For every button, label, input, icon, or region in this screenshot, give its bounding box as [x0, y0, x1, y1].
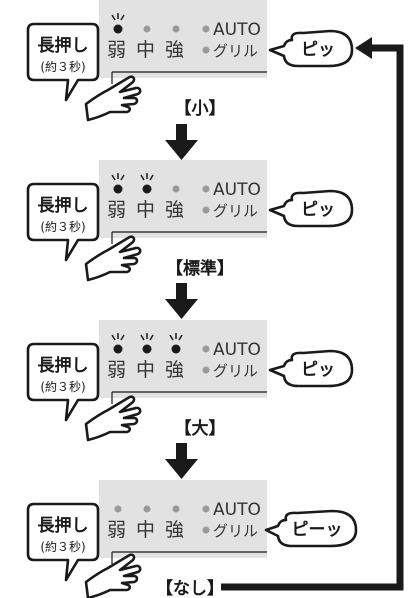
led-weak: [111, 173, 125, 194]
loop-back-line: [221, 44, 404, 591]
pointing-hand-icon: [84, 395, 142, 442]
label-auto: AUTO: [213, 500, 261, 520]
label-strong: 強: [165, 359, 184, 381]
label-medium: 中: [136, 39, 155, 61]
led-grill: [202, 366, 210, 374]
label-auto: AUTO: [213, 180, 261, 200]
led-strong: [172, 505, 180, 513]
step-standard: 弱 中 強 AUTO グリル 長押し (約３秒) ピッ 【標準】: [26, 160, 354, 282]
label-auto: AUTO: [213, 340, 261, 360]
label-strong: 強: [165, 199, 184, 221]
press-note: (約３秒): [40, 219, 85, 234]
loop-back-arrowhead: [355, 37, 372, 59]
label-grill: グリル: [213, 522, 258, 540]
led-grill: [202, 46, 210, 54]
label-medium: 中: [136, 199, 155, 221]
label-weak: 弱: [107, 39, 126, 61]
speech-bubble: [26, 182, 100, 262]
level-label: 【なし】: [156, 578, 224, 598]
speech-bubble: [26, 22, 100, 102]
led-grill: [202, 526, 210, 534]
led-auto: [202, 25, 210, 33]
down-arrow: [165, 124, 198, 160]
speech-bubble: [26, 342, 100, 422]
led-medium: [140, 173, 154, 194]
step-none: 弱 中 強 AUTO グリル 長押し (約３秒) ピーッ 【なし】: [26, 480, 358, 598]
led-grill: [202, 206, 210, 214]
down-arrow: [165, 283, 198, 319]
beep-bubble: [268, 29, 354, 68]
press-label: 長押し: [38, 515, 89, 536]
control-panel: [99, 0, 267, 78]
label-weak: 弱: [107, 199, 126, 221]
led-strong: [172, 25, 180, 33]
level-label: 【標準】: [166, 258, 234, 279]
beep-text: ピッ: [301, 360, 335, 380]
led-medium: [140, 333, 154, 354]
control-panel: [99, 480, 267, 558]
led-strong: [169, 333, 183, 354]
led-medium: [143, 505, 151, 513]
pointing-hand-icon: [84, 235, 142, 282]
label-auto: AUTO: [213, 20, 261, 40]
press-note: (約３秒): [40, 59, 85, 74]
control-panel: [99, 160, 267, 238]
beep-text: ピッ: [301, 200, 335, 220]
beep-bubble: [268, 349, 354, 388]
step-small: 弱 中 強 AUTO グリル 長押し (約３秒) ピッ 【小】: [26, 0, 354, 122]
label-grill: グリル: [213, 42, 258, 60]
label-weak: 弱: [107, 359, 126, 381]
level-label: 【小】: [175, 98, 226, 119]
label-grill: グリル: [213, 202, 258, 220]
pointing-hand-icon: [84, 553, 142, 598]
beep-bubble: [268, 189, 354, 228]
led-auto: [202, 505, 210, 513]
beep-text: ピーッ: [292, 520, 343, 540]
press-note: (約３秒): [40, 379, 85, 394]
led-medium: [143, 25, 151, 33]
label-medium: 中: [136, 519, 155, 541]
led-weak: [114, 505, 122, 513]
led-auto: [202, 345, 210, 353]
label-weak: 弱: [107, 519, 126, 541]
led-auto: [202, 185, 210, 193]
step-large: 弱 中 強 AUTO グリル 長押し (約３秒) ピッ 【大】: [26, 320, 354, 442]
down-arrow: [165, 443, 198, 479]
press-label: 長押し: [38, 35, 89, 56]
pointing-hand-icon: [84, 75, 142, 122]
speech-bubble: [26, 502, 100, 582]
press-label: 長押し: [38, 195, 89, 216]
press-note: (約３秒): [40, 539, 85, 554]
led-weak: [111, 333, 125, 354]
press-label: 長押し: [38, 355, 89, 376]
beep-text: ピッ: [301, 40, 335, 60]
label-strong: 強: [165, 519, 184, 541]
label-strong: 強: [165, 39, 184, 61]
label-grill: グリル: [213, 362, 258, 380]
beep-bubble: [264, 509, 358, 548]
control-panel: [99, 320, 267, 398]
led-weak: [111, 13, 125, 34]
led-strong: [172, 185, 180, 193]
level-label: 【大】: [175, 418, 226, 439]
label-medium: 中: [136, 359, 155, 381]
